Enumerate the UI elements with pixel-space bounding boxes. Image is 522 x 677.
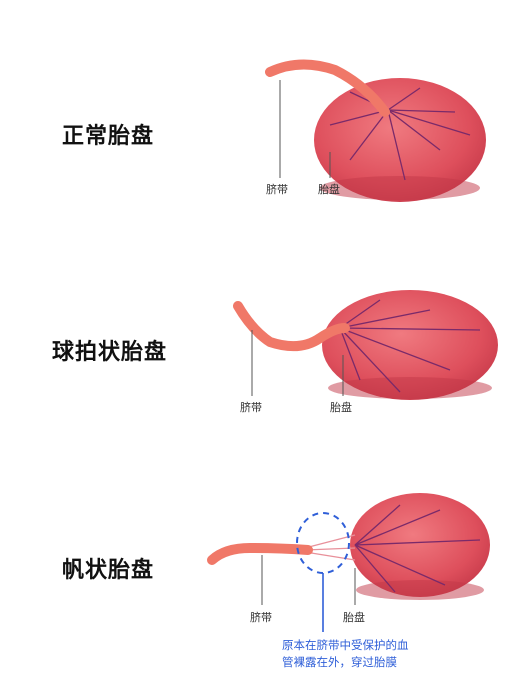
normal-placenta-label: 胎盘 (318, 183, 340, 196)
velamentous-umbilical-cord (207, 542, 313, 565)
velamentous-placenta-figure (207, 493, 490, 632)
exposed-vessels-note-line2: 管裸露在外，穿过胎膜 (282, 655, 397, 669)
battledore-placenta-title: 球拍状胎盘 (52, 340, 168, 365)
battledore-placenta-label: 胎盘 (330, 401, 352, 414)
normal-umbilical-cord (265, 59, 390, 117)
battledore-placenta-figure (233, 290, 498, 400)
velamentous-cord-label: 脐带 (250, 611, 272, 624)
exposed-vessels-note: 原本在脐带中受保护的血 管裸露在外，穿过胎膜 (282, 637, 442, 671)
normal-placenta-vessels (329, 87, 471, 181)
velamentous-placenta-title: 帆状胎盘 (62, 558, 155, 583)
normal-placenta-figure (265, 59, 486, 202)
exposed-vessels (304, 534, 356, 561)
battledore-cord-label: 脐带 (240, 401, 262, 414)
normal-placenta-disc (314, 78, 486, 202)
exposed-vessels-note-line1: 原本在脐带中受保护的血 (282, 638, 409, 652)
velamentous-placenta-vessels (354, 504, 481, 593)
battledore-umbilical-cord (233, 301, 350, 352)
exposed-vessel-highlight-circle (296, 512, 350, 574)
battledore-placenta-disc (322, 290, 498, 400)
velamentous-placenta-label: 胎盘 (343, 611, 365, 624)
battledore-placenta-vessels (339, 299, 481, 393)
normal-cord-label: 脐带 (266, 183, 288, 196)
normal-placenta-title: 正常胎盘 (62, 124, 155, 149)
